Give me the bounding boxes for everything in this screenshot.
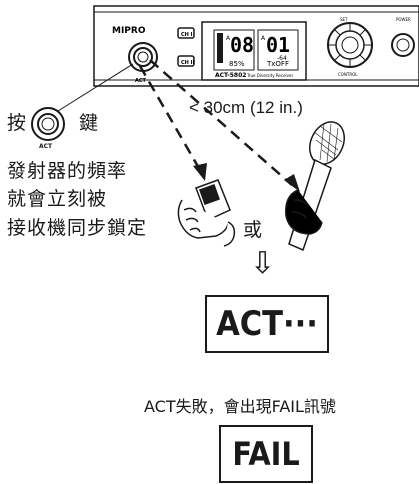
ch1-button-label: CH I (181, 32, 193, 38)
instruction-press: 按 (7, 112, 28, 134)
instruction-line-3: 就會立刻被 (7, 188, 108, 210)
act-button-callout (31, 107, 65, 141)
lcd-ch1-channel: 08 (230, 33, 254, 57)
lcd-ch1-status: 85% (229, 60, 245, 68)
ch2-button[interactable] (177, 55, 195, 67)
fail-display-text: FAIL (232, 435, 300, 473)
lcd-ch2-level: -64 (277, 55, 287, 62)
control-label: CONTROL (338, 72, 358, 77)
control-knob-grip (328, 23, 372, 67)
callout-leader-line (57, 63, 134, 112)
model-label: ACT-5802 (215, 72, 246, 79)
lcd-ch2-band: A (261, 35, 266, 42)
lcd-ch1-band: A (226, 35, 231, 42)
model-description: True Diversity Receiver (246, 73, 293, 78)
lcd-ch2-channel: 01 (266, 33, 290, 57)
or-label: 或 (243, 219, 264, 241)
set-label: SET (340, 17, 348, 22)
instruction-line-4: 接收機同步鎖定 (7, 217, 148, 239)
dashed-arrow-to-bodypack (138, 65, 202, 171)
brand-logo: MIPRO (112, 26, 146, 36)
fail-display: FAIL (219, 425, 313, 483)
down-arrow-icon: ⇩ (250, 246, 276, 281)
fail-caption: ACT失敗，會出現FAIL訊號 (144, 397, 336, 416)
dashed-arrow-to-handheld (149, 59, 293, 186)
power-button-inner (396, 38, 410, 52)
instruction-key: 鍵 (79, 112, 100, 134)
lcd-ch2-status: TxOFF (266, 60, 289, 68)
instruction-line-2: 發射器的頻率 (7, 160, 128, 182)
ch2-button-label: CH II (181, 60, 194, 66)
act-button-center (137, 51, 149, 63)
arrowhead-bodypack (193, 163, 207, 181)
callout-act-label: ACT (39, 143, 53, 150)
act-display-text: ACT··· (216, 304, 318, 344)
lcd-ch2-frame (257, 29, 299, 71)
control-knob-center (341, 36, 359, 54)
ch1-button[interactable] (177, 27, 195, 39)
handheld-microphone-illustration (285, 121, 345, 252)
distance-label: < 30cm (12 in.) (189, 98, 303, 117)
bodypack-transmitter-illustration (177, 179, 236, 247)
power-label: POWER (396, 17, 411, 22)
act-button-label: ACT (135, 78, 147, 84)
lcd-ch1-meter (217, 33, 223, 63)
act-display: ACT··· (205, 295, 329, 353)
arrowhead-handheld (284, 174, 300, 192)
receiver-front-panel: MIPRO ACT CH I CH II A 08 85% A 01 -64 T… (93, 5, 419, 87)
instruction-line-1: 按鍵 (7, 114, 99, 133)
